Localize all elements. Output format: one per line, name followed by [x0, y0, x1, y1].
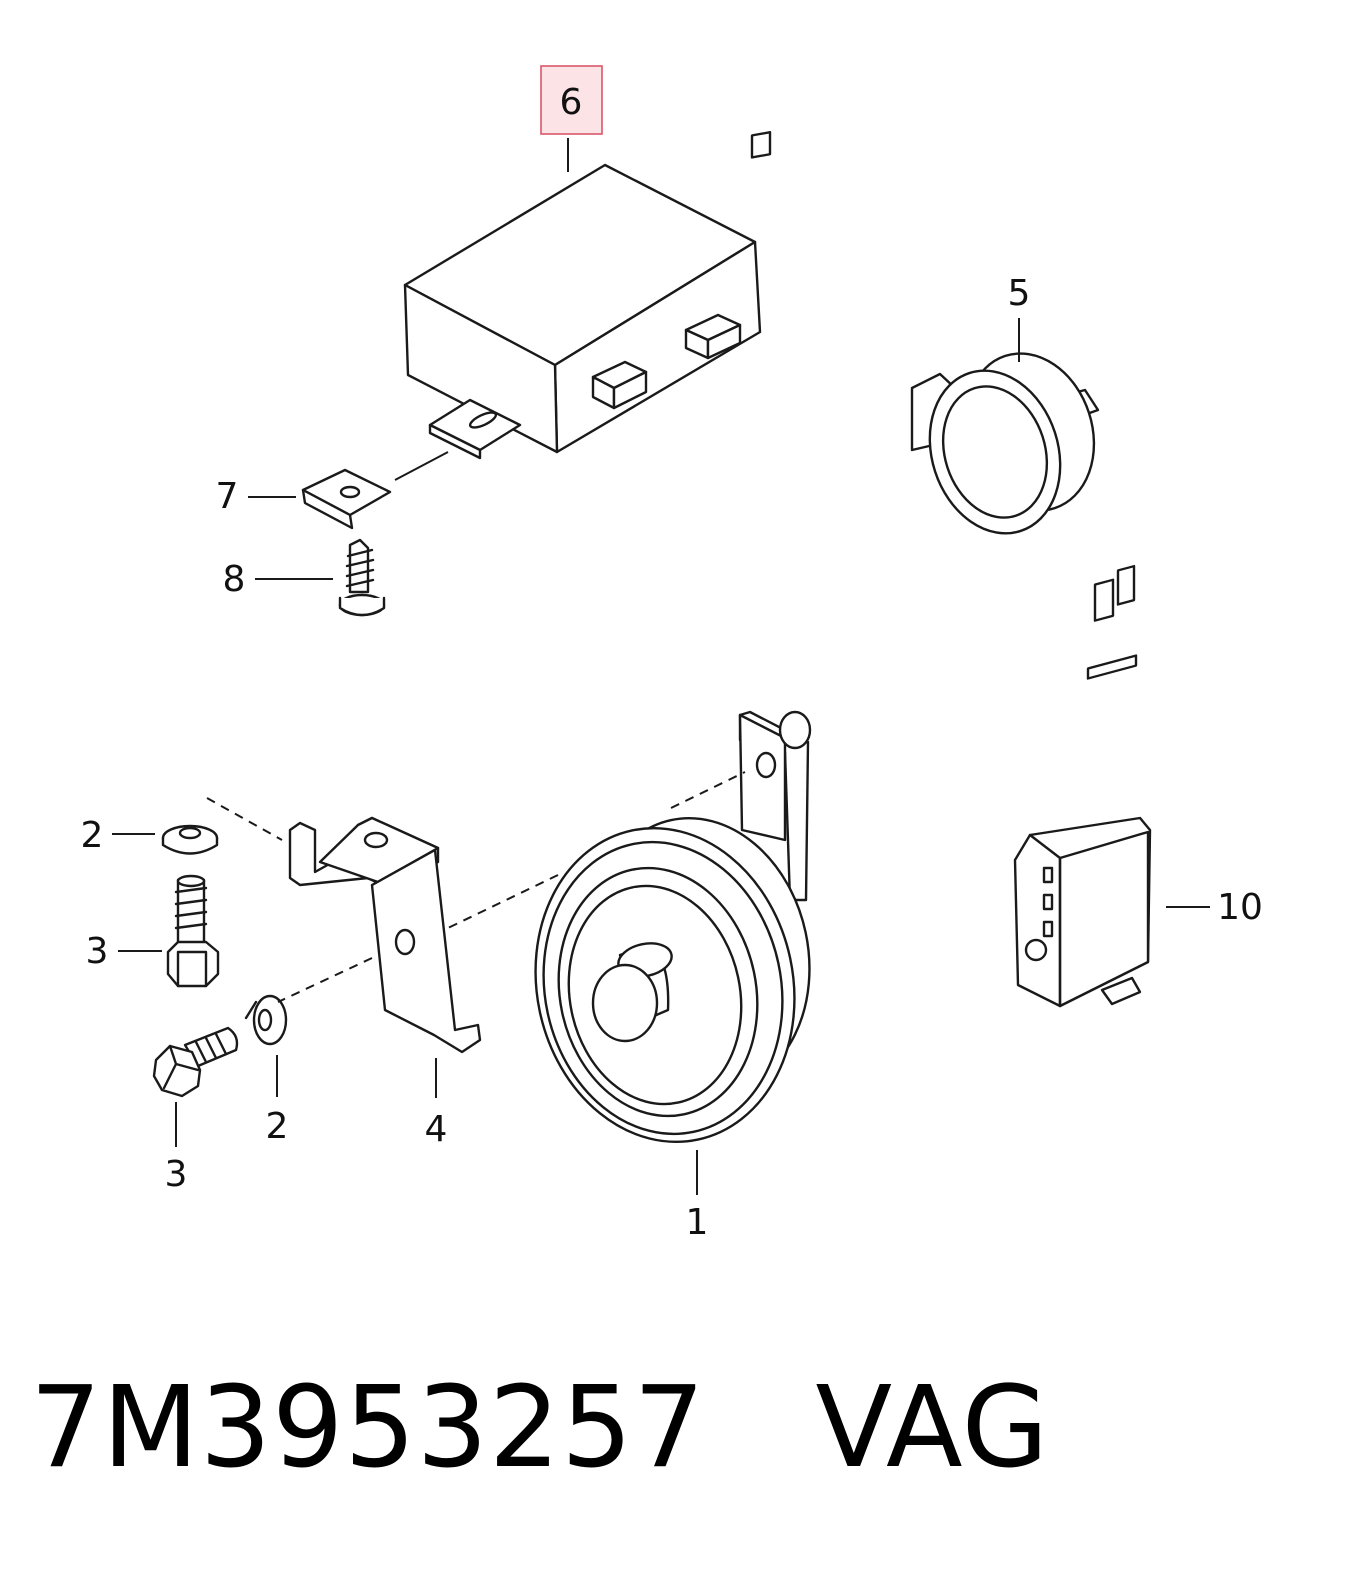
- callout-10-label: 10: [1217, 887, 1263, 928]
- callout-10[interactable]: 10: [1166, 887, 1263, 928]
- part-5-sensor[interactable]: [909, 337, 1113, 551]
- callout-2-upper-label: 2: [81, 815, 104, 856]
- callout-2-lower-label: 2: [266, 1106, 289, 1147]
- part-number: 7M3953257: [30, 1363, 706, 1493]
- part-4-bracket[interactable]: [288, 816, 482, 1054]
- part-2-washer-lower[interactable]: [244, 994, 288, 1046]
- callout-5-label: 5: [1008, 273, 1031, 314]
- callout-2-upper[interactable]: 2: [81, 815, 155, 856]
- callout-7[interactable]: 7: [216, 476, 296, 517]
- part-6-control-unit[interactable]: [403, 131, 772, 460]
- part-1-horn[interactable]: [507, 710, 834, 1166]
- callout-1[interactable]: 1: [686, 1150, 709, 1243]
- callout-8-label: 8: [223, 559, 246, 600]
- callout-5[interactable]: 5: [1008, 273, 1031, 362]
- part-3-bolt-upper[interactable]: [166, 874, 220, 988]
- callout-4-label: 4: [425, 1109, 448, 1150]
- callout-4[interactable]: 4: [425, 1058, 448, 1150]
- part-8-screw[interactable]: [338, 538, 386, 617]
- brand-name: VAG: [815, 1363, 1050, 1493]
- callout-8[interactable]: 8: [223, 559, 333, 600]
- part-3-bolt-lower[interactable]: [152, 1026, 239, 1098]
- callout-3-lower[interactable]: 3: [165, 1102, 188, 1195]
- part-2-washer-upper[interactable]: [161, 824, 219, 855]
- callout-3-upper[interactable]: 3: [86, 931, 162, 972]
- callout-3-lower-label: 3: [165, 1154, 188, 1195]
- callout-6[interactable]: 6: [540, 65, 603, 172]
- callout-1-label: 1: [686, 1202, 709, 1243]
- part-number-caption: 7M3953257 VAG: [30, 1372, 1049, 1484]
- part-7-clip-nut[interactable]: [301, 468, 392, 530]
- callout-3-upper-label: 3: [86, 931, 109, 972]
- callout-2-lower[interactable]: 2: [266, 1055, 289, 1147]
- callout-7-label: 7: [216, 476, 239, 517]
- part-10-connector[interactable]: [1013, 564, 1152, 1008]
- callout-6-label: 6: [560, 82, 583, 123]
- assembly-lines: [206, 451, 746, 1003]
